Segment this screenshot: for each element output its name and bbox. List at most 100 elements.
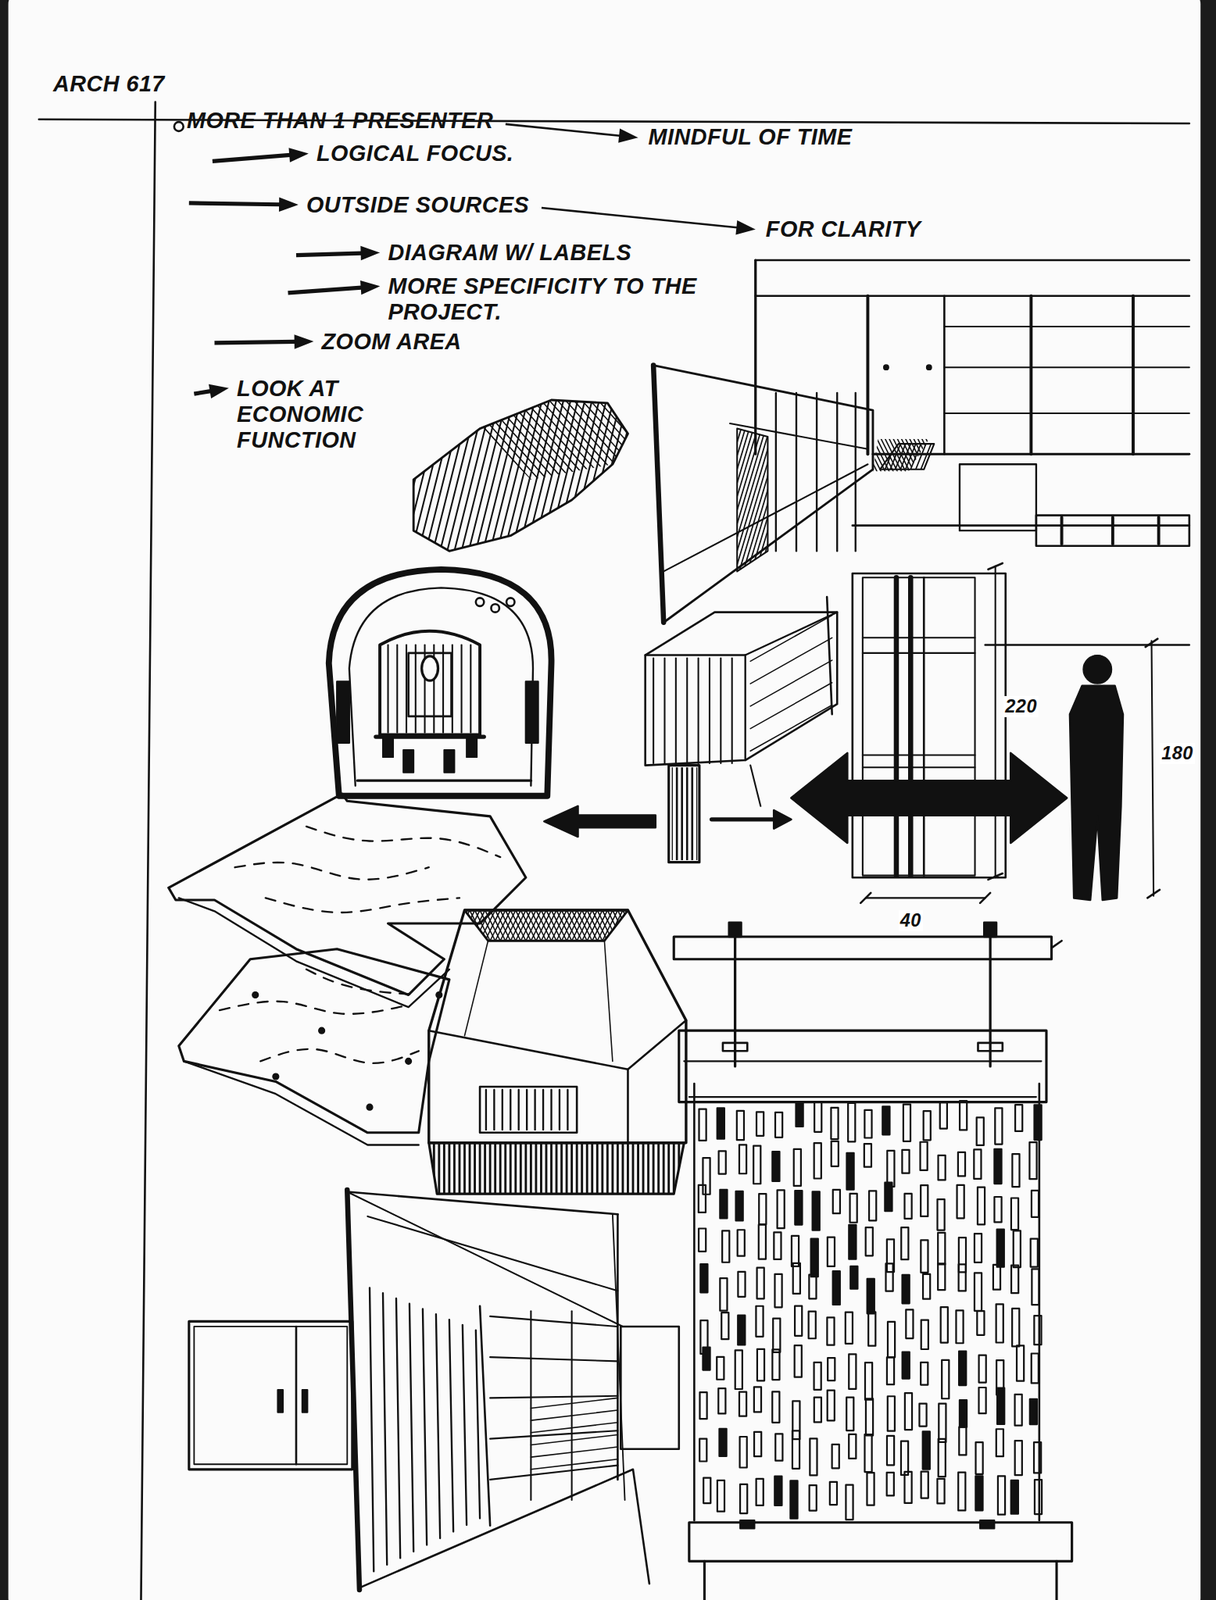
sketch-line (915, 443, 927, 470)
sketch-rect (755, 1306, 763, 1338)
sketch-rect (772, 1349, 780, 1381)
sketch-rect (902, 1352, 910, 1380)
sketch-rect (814, 1143, 822, 1179)
arrow-head (361, 246, 378, 260)
sketch-line (686, 767, 689, 861)
sketch-rect (466, 734, 477, 758)
sketch-rect (850, 1266, 858, 1290)
sketch-rect (905, 1309, 913, 1339)
sketch-ellipse (422, 656, 439, 681)
sketch-rect (865, 1398, 873, 1436)
sketch-line (443, 1143, 446, 1195)
sketch-line (611, 1143, 614, 1195)
sketch-line (856, 439, 873, 473)
sketch-rect (772, 1151, 780, 1182)
sketch-path (675, 658, 677, 764)
sketch-path (733, 937, 737, 1067)
sketch-rect (886, 1473, 895, 1497)
sketch-path (1060, 517, 1064, 544)
note-arrow (214, 341, 295, 343)
sketch-line (735, 429, 779, 573)
handwritten-note: OUTSIDE SOURCES (306, 192, 530, 219)
sketch-line (880, 439, 898, 473)
sketch-path (558, 1090, 561, 1131)
sketch-rect (808, 1312, 816, 1340)
sketch-line (432, 1143, 436, 1195)
sketch-line (401, 400, 474, 480)
sketch-circle (405, 1058, 412, 1065)
sketch-rect (722, 1230, 730, 1263)
sketch-path (462, 1325, 467, 1526)
sketch-path (530, 1423, 618, 1434)
sketch-path (743, 655, 746, 762)
sketch-rect (757, 1349, 765, 1382)
sketch-line (580, 1143, 583, 1195)
sketch-rect (923, 1111, 931, 1141)
sketch-line (946, 443, 957, 470)
sketch-rect (937, 1199, 945, 1231)
sketch-rect (958, 1473, 966, 1512)
sketch-line (540, 400, 578, 551)
sketch-line (687, 1143, 691, 1195)
sketch-line (848, 439, 866, 473)
sketch-path (683, 1060, 1041, 1063)
sketch-circle (174, 121, 184, 132)
sketch-rect (775, 1112, 783, 1138)
sketch-line (726, 429, 770, 573)
sketch-line (361, 400, 433, 480)
sketch-path (475, 1330, 480, 1520)
sketch-line (665, 767, 669, 861)
sketch-line (540, 1143, 543, 1195)
sketch-path (429, 1020, 687, 1070)
sketch-rect (940, 1307, 948, 1343)
sketch-rect (850, 1194, 858, 1224)
sketch-rect (775, 1434, 783, 1461)
sketch-path (653, 365, 873, 623)
sketch-rect (740, 1520, 755, 1529)
sketch-path (349, 587, 533, 786)
sketch-path (369, 1287, 374, 1572)
sketch-rect (976, 1442, 984, 1475)
sketch-path (612, 1214, 626, 1501)
sketch-path (944, 325, 1189, 328)
sketch-line (788, 429, 832, 573)
sketch-path (775, 393, 777, 551)
sketch-rect (754, 1387, 762, 1413)
sketch-path (359, 1469, 650, 1589)
sketch-g (690, 429, 856, 573)
sketch-rect (809, 1485, 817, 1511)
sketch-rect (814, 1362, 822, 1391)
sketch-path (604, 940, 612, 1062)
sketch-rect (336, 681, 350, 743)
sketch-rect (756, 1112, 764, 1136)
sketch-rect (737, 1316, 745, 1346)
sketch-line (751, 429, 795, 573)
sketch-rect (921, 1472, 929, 1499)
handwritten-note: ZOOM AREA (321, 329, 462, 355)
sketch-path (750, 637, 832, 684)
sketch-path (413, 400, 628, 551)
sketch-rect (382, 734, 394, 758)
sketch-rect (729, 922, 742, 938)
sketch-line (499, 1143, 502, 1195)
sketch-rect (718, 1151, 727, 1174)
sketch-rect (717, 1108, 725, 1139)
sketch-rect (864, 1434, 872, 1473)
sketch-rect (974, 1273, 982, 1311)
sketch-rect (937, 1263, 945, 1291)
sketch-line (690, 429, 734, 573)
sketch-line (439, 400, 478, 551)
sketch-rect (845, 1485, 853, 1521)
sketch-line (759, 429, 803, 573)
arrow-head (618, 129, 637, 143)
sketch-rect (740, 1437, 748, 1469)
sketch-path (1038, 1083, 1041, 1521)
sketch-line (632, 1143, 635, 1195)
sketch-line (458, 1143, 462, 1195)
sketch-rect (1034, 1480, 1042, 1515)
arrow-head (289, 149, 307, 162)
sketch-line (377, 400, 450, 480)
sketch-rect (974, 1233, 982, 1263)
sketch-path (754, 260, 757, 455)
sketch-path (489, 1357, 618, 1362)
